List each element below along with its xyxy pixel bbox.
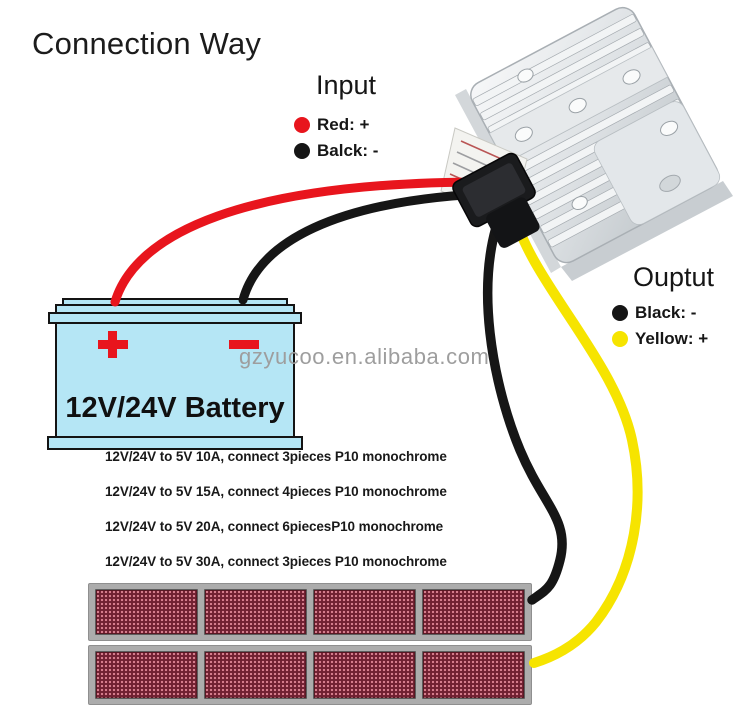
page-title: Connection Way	[32, 26, 262, 61]
battery-minus-terminal	[229, 340, 259, 349]
spec-line-30a: 12V/24V to 5V 30A, connect 3pieces P10 m…	[105, 554, 447, 569]
wire-input-black	[238, 188, 510, 305]
wire-output-black	[482, 198, 567, 605]
legend-row-black-negative: Balck: -	[294, 138, 378, 164]
led-panel	[422, 651, 525, 699]
legend-label: Yellow: +	[635, 329, 709, 348]
voltage-converter-image	[440, 6, 733, 281]
screw-holes	[514, 68, 641, 211]
battery-base	[47, 436, 303, 450]
yellow-wire-dot-icon	[612, 331, 628, 347]
converter-label	[440, 127, 528, 225]
led-panel	[95, 589, 198, 635]
legend-label: Red: +	[317, 115, 370, 134]
wire-input-red	[110, 177, 505, 307]
battery-plus-terminal	[98, 331, 128, 358]
led-panel	[313, 589, 416, 635]
spec-line-10a: 12V/24V to 5V 10A, connect 3pieces P10 m…	[105, 449, 447, 464]
legend-row-black-negative: Black: -	[612, 300, 714, 326]
legend-label: Black: -	[635, 303, 697, 322]
converter-label-print	[449, 140, 516, 191]
led-panel	[95, 651, 198, 699]
black-wire-dot-icon	[294, 143, 310, 159]
spec-line-20a: 12V/24V to 5V 20A, connect 6piecesP10 mo…	[105, 519, 444, 534]
battery-label: 12V/24V Battery	[65, 392, 285, 424]
input-legend: Input Red: + Balck: -	[294, 70, 378, 164]
battery-body: 12V/24V Battery	[55, 322, 295, 438]
legend-label: Balck: -	[317, 141, 379, 160]
led-panel	[204, 651, 307, 699]
led-panel-row-top	[88, 583, 532, 641]
led-panel	[313, 651, 416, 699]
red-wire-dot-icon	[294, 117, 310, 133]
spec-line-15a: 12V/24V to 5V 15A, connect 4pieces P10 m…	[105, 484, 447, 499]
converter-connector	[452, 152, 540, 248]
led-panel	[422, 589, 525, 635]
output-section-title: Ouptut	[633, 262, 715, 292]
legend-row-red-positive: Red: +	[294, 112, 378, 138]
led-panel	[204, 589, 307, 635]
legend-row-yellow-positive: Yellow: +	[612, 326, 714, 352]
heatsink-fins	[472, 14, 712, 248]
black-wire-dot-icon	[612, 305, 628, 321]
input-section-title: Input	[316, 70, 377, 100]
output-legend: Ouptut Black: - Yellow: +	[612, 262, 714, 352]
battery-illustration: 12V/24V Battery	[47, 298, 303, 450]
spec-lines: 12V/24V to 5V 10A, connect 3pieces P10 m…	[105, 449, 447, 589]
watermark-text: gzyucoo.en.alibaba.com	[239, 344, 490, 369]
led-panel-row-bottom	[88, 645, 532, 705]
